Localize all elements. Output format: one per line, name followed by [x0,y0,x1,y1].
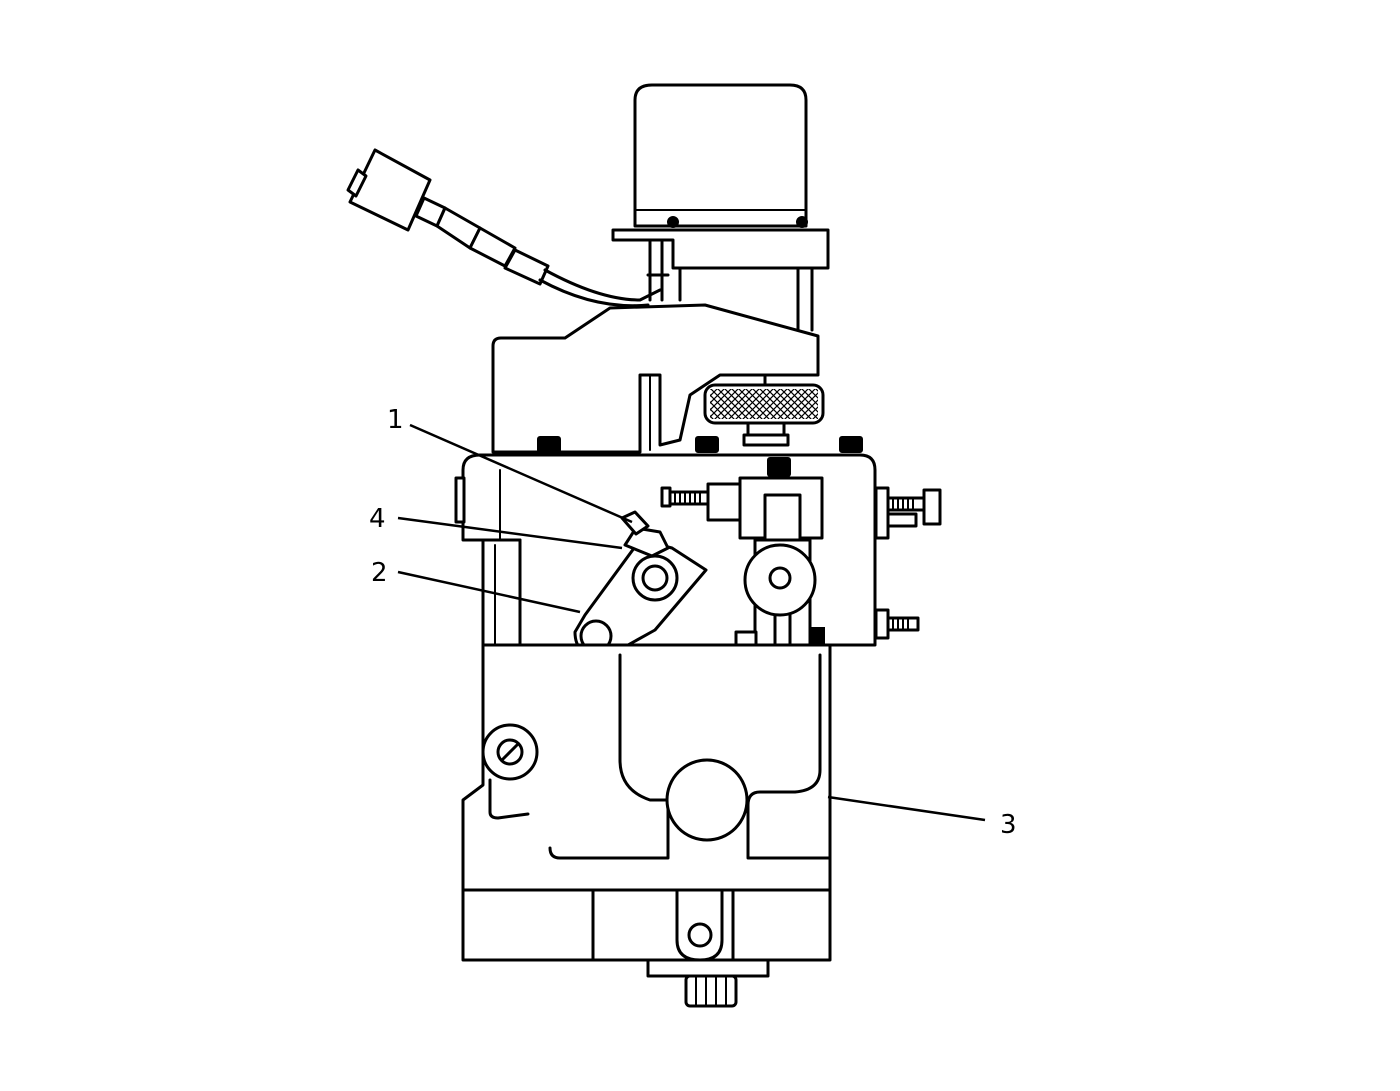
governor-housing [491,303,863,454]
callout-3: 3 [1000,810,1017,840]
callout-leaders [397,423,986,822]
callout-2: 2 [371,558,388,588]
wiring-connector [346,148,662,308]
solenoid-motor [611,83,830,332]
leader-3 [827,795,986,822]
callout-1: 1 [387,405,404,435]
base-flange [461,888,832,1008]
leader-4 [397,516,623,550]
linkage-housing [454,453,942,662]
pump-body [461,538,832,892]
leader-1 [409,423,633,524]
callout-4: 4 [369,504,386,534]
leader-2 [397,570,581,614]
